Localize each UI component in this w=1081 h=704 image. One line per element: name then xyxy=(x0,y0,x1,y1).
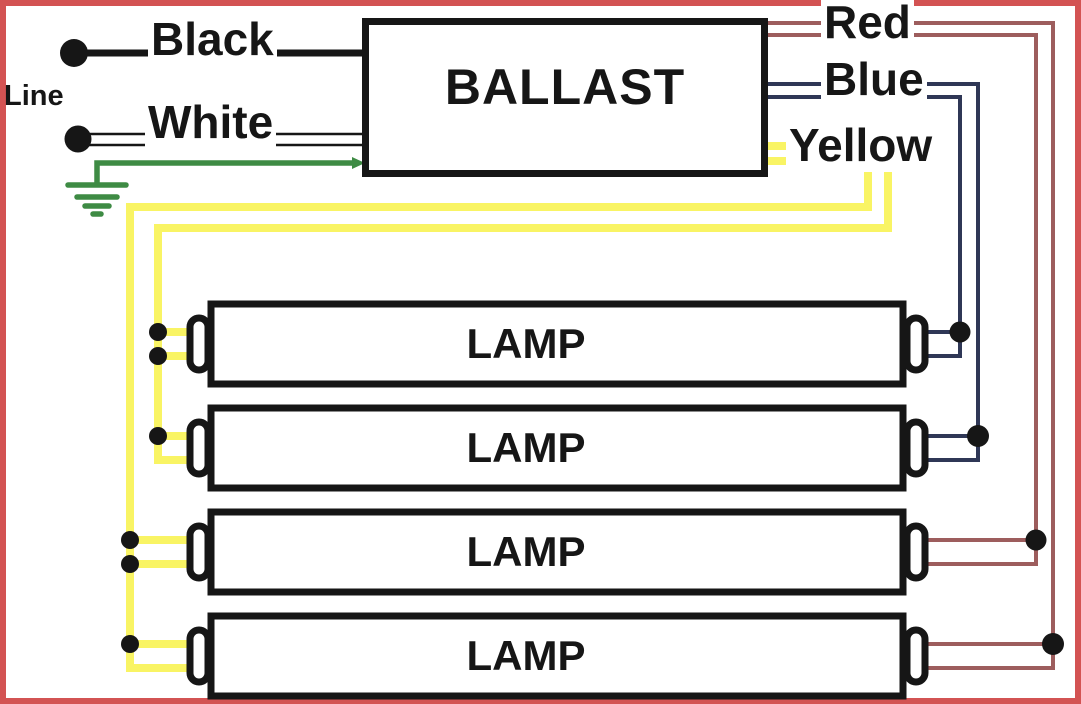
lamp-3-label: LAMP xyxy=(466,528,586,575)
lamp-4-label: LAMP xyxy=(466,632,586,679)
junction-dot xyxy=(121,555,139,573)
red-wire-label: Red xyxy=(821,0,914,49)
connection-dots xyxy=(60,39,1064,655)
lamp-1-right-endcap xyxy=(903,314,929,374)
lamp-2-label: LAMP xyxy=(466,424,586,471)
lamp-1-label: LAMP xyxy=(466,320,586,367)
lamp-1-left-endcap xyxy=(186,314,212,374)
junction-dot xyxy=(149,323,167,341)
ground-wire-arrowhead-icon xyxy=(352,157,365,169)
blue-wire-label: Blue xyxy=(821,53,927,106)
black-wire-label: Black xyxy=(148,13,277,66)
lamp-2-left-endcap xyxy=(186,418,212,478)
lamp-3-left-endcap xyxy=(186,522,212,582)
component-boxes xyxy=(186,18,929,700)
line-neutral-terminal-dot xyxy=(64,125,92,153)
junction-dot xyxy=(967,425,989,447)
ground-wire xyxy=(65,160,353,217)
green-ground-wire xyxy=(94,160,353,185)
junction-dot xyxy=(1025,529,1047,551)
junction-dot xyxy=(121,531,139,549)
ballast-label: BALLAST xyxy=(444,59,686,115)
junction-dot xyxy=(121,635,139,653)
yellow-wire-label: Yellow xyxy=(786,119,936,172)
junction-dot xyxy=(949,321,971,343)
ballast-box xyxy=(362,18,768,177)
junction-dot xyxy=(149,347,167,365)
lamp-3-right-endcap xyxy=(903,522,929,582)
junction-dot xyxy=(149,427,167,445)
lamp-2-right-endcap xyxy=(903,418,929,478)
junction-dot xyxy=(1042,633,1064,655)
ground-symbol-icon xyxy=(65,182,129,217)
lamp-4-right-endcap xyxy=(903,626,929,686)
white-wire-label: White xyxy=(145,96,277,149)
lamp-4-left-endcap xyxy=(186,626,212,686)
line-label: Line xyxy=(4,80,64,112)
line-hot-terminal-dot xyxy=(60,39,88,67)
lamp-4-box xyxy=(207,612,907,700)
